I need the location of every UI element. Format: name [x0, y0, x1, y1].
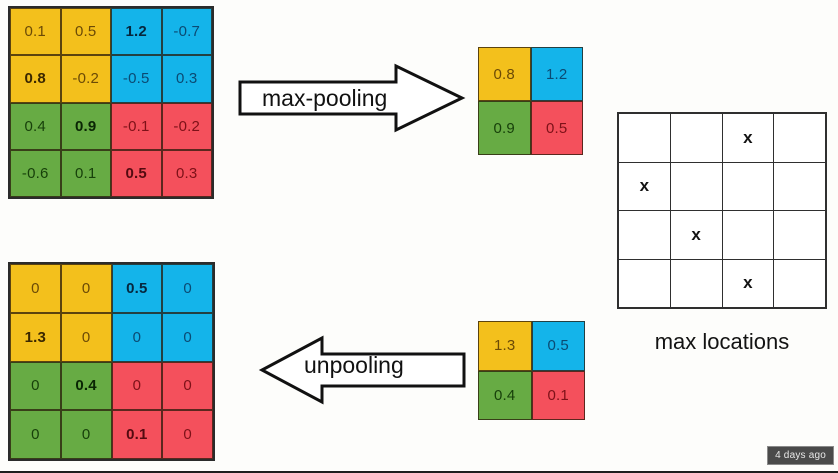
max-locations-label: max locations [654, 329, 790, 354]
unpooled-output-map-frame [8, 262, 215, 461]
cell: 0.5 [531, 321, 585, 371]
cell: 0.5 [530, 101, 583, 155]
cell: 0.5 [111, 149, 162, 197]
cell: 0 [10, 361, 61, 411]
max-location-empty-cell [774, 259, 825, 307]
cell: 0 [60, 410, 112, 459]
max-location-empty-cell [670, 162, 722, 210]
max-location-empty-cell [619, 114, 670, 162]
max-pooling-arrow-label: max-pooling [262, 85, 388, 111]
cell: 0 [60, 264, 112, 313]
cell: -0.7 [161, 8, 212, 56]
max-pooling-arrow [238, 62, 466, 134]
cell: 0 [111, 361, 163, 411]
unpooling-arrow-label: unpooling [304, 352, 404, 378]
cell: -0.6 [10, 149, 61, 197]
cell: 0.4 [10, 102, 61, 150]
cell: 0.5 [60, 8, 111, 56]
max-location-empty-cell [722, 211, 774, 259]
cell: 0.9 [60, 102, 111, 150]
cell: 0.9 [478, 101, 531, 155]
max-location-empty-cell [619, 211, 670, 259]
cell: 0 [162, 312, 213, 362]
cell: 0.8 [10, 55, 61, 103]
max-location-empty-cell [722, 162, 774, 210]
max-location-empty-cell [774, 211, 825, 259]
cell: 0.1 [111, 410, 163, 459]
cell: -0.1 [111, 102, 162, 150]
cell: -0.2 [60, 55, 111, 103]
max-location-empty-cell [670, 114, 722, 162]
bottom-rule [0, 471, 838, 473]
unpooling-arrow [258, 334, 466, 406]
cell: 0.8 [478, 47, 531, 101]
cell: 0 [162, 264, 213, 313]
max-location-empty-cell [774, 114, 825, 162]
cell: 0.3 [161, 149, 212, 197]
cell: 0.4 [60, 361, 112, 411]
cell: -0.2 [161, 102, 212, 150]
cell: 1.2 [111, 8, 162, 56]
cell: 1.3 [10, 312, 61, 362]
max-location-marker-cell: x [722, 259, 774, 307]
cell: 0.1 [60, 149, 111, 197]
cell: 0 [10, 410, 61, 459]
cell: 0.3 [161, 55, 212, 103]
max-location-marker-cell: x [722, 114, 774, 162]
cell: 0 [162, 410, 213, 459]
cell: 0 [60, 312, 112, 362]
cell: 0.1 [531, 370, 585, 420]
timestamp-badge: 4 days ago [767, 446, 834, 465]
cell: 0 [162, 361, 213, 411]
max-location-empty-cell [774, 162, 825, 210]
cell: 0 [111, 312, 163, 362]
max-location-empty-cell [619, 259, 670, 307]
cell: -0.5 [111, 55, 162, 103]
cell: 0.5 [111, 264, 163, 313]
cell: 0 [10, 264, 61, 313]
max-location-empty-cell [670, 259, 722, 307]
max-location-marker-cell: x [619, 162, 670, 210]
cell: 0.4 [478, 370, 532, 420]
max-location-marker-cell: x [670, 211, 722, 259]
cell: 0.1 [10, 8, 61, 56]
input-feature-map-frame [8, 6, 214, 199]
cell: 1.2 [530, 47, 583, 101]
cell: 1.3 [478, 321, 532, 371]
